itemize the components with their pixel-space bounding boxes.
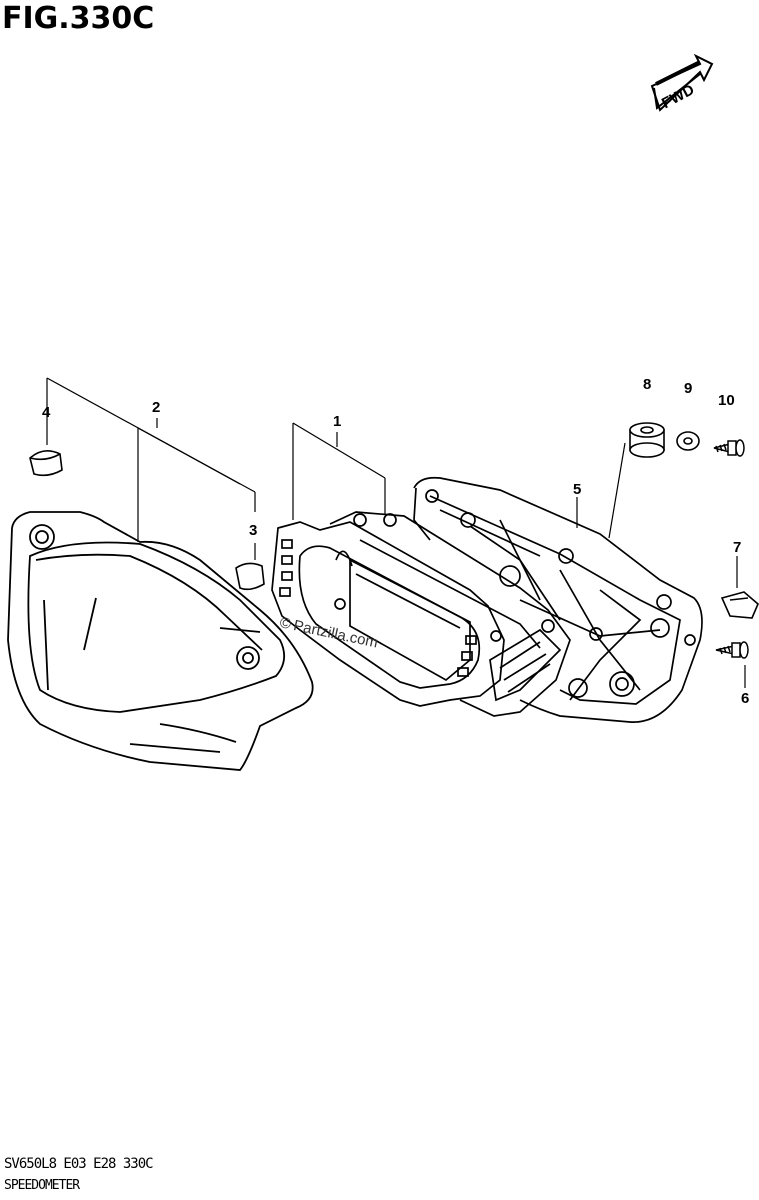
callout-2: 2: [152, 399, 160, 416]
part-4-cap-nut: [29, 450, 63, 477]
part-9-washer: [676, 431, 700, 451]
callout-7: 7: [733, 539, 741, 556]
forward-arrow-icon: FWD: [650, 53, 714, 112]
watermark-text: Partzilla.com: [292, 617, 380, 651]
leader-lines: [46, 377, 746, 688]
part-1-meter-assembly: [271, 511, 571, 717]
callout-10: 10: [718, 392, 735, 409]
part-3-cap: [235, 562, 265, 591]
part-2-meter-cover: [7, 511, 314, 771]
figure-code: SV650L8 E03 E28 330C: [4, 1156, 154, 1172]
callout-labels: 1 2 3 4 5 6 7 8 9 10: [42, 376, 749, 707]
watermark-symbol: ©: [278, 614, 292, 633]
part-7-clip-nut: [720, 591, 759, 619]
figure-title: FIG.330C: [2, 1, 155, 36]
callout-1: 1: [333, 413, 341, 430]
part-8-grommet: [629, 422, 665, 458]
part-6-screw: [715, 641, 749, 659]
callout-8: 8: [643, 376, 651, 393]
callout-6: 6: [741, 690, 749, 707]
part-10-screw: [713, 439, 745, 457]
callout-9: 9: [684, 380, 692, 397]
callout-3: 3: [249, 522, 257, 539]
figure-name: SPEEDOMETER: [4, 1178, 80, 1193]
callout-5: 5: [573, 481, 581, 498]
callout-4: 4: [42, 404, 51, 421]
part-5-rear-case: [413, 476, 703, 723]
